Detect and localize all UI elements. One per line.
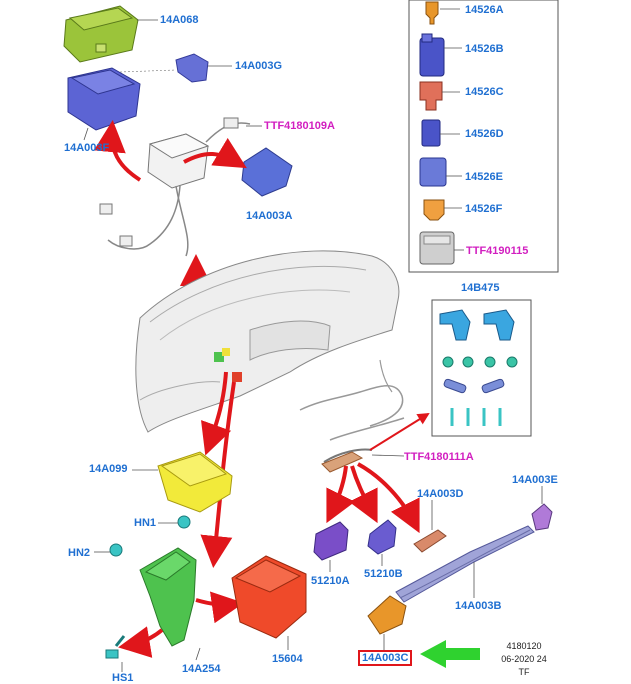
fuse-legend-box [408, 0, 559, 273]
bracket-14A003G [175, 53, 209, 83]
label-14526E: 14526E [465, 171, 503, 183]
label-14526C: 14526C [465, 86, 504, 98]
bracket-kit-14B475-parts [439, 309, 518, 426]
bracket-14A254 [139, 547, 197, 647]
label-14A003D: 14A003D [417, 488, 464, 500]
label-14526B: 14526B [465, 43, 504, 55]
bracket-14A003D [413, 529, 447, 553]
module-15604 [231, 555, 307, 639]
cover-14A003A [241, 147, 293, 197]
screw-HS1 [105, 635, 126, 659]
main-wiring-harness [299, 359, 405, 473]
fuse-14526D-icon [421, 119, 441, 147]
label-14526F: 14526F [465, 203, 503, 215]
fuse-14526C-icon [419, 81, 443, 111]
nut-HN2 [109, 543, 123, 557]
nut-HN1 [177, 515, 191, 529]
label-14B475: 14B475 [461, 282, 500, 294]
label-14A003C-highlighted: 14A003C [358, 650, 413, 666]
cover-14A003C [367, 595, 407, 635]
label-TTF4180111A: TTF4180111A [404, 451, 474, 463]
green-pointer-arrow [420, 640, 480, 668]
fuse-14526B-icon [419, 33, 445, 77]
housing-14A003F [67, 67, 141, 131]
label-14A099: 14A099 [89, 463, 128, 475]
instrument-panel [135, 250, 400, 433]
label-51210A: 51210A [311, 575, 350, 587]
fuse-14526E-icon [419, 157, 447, 187]
label-HS1: HS1 [112, 672, 134, 684]
label-TTF4180109A: TTF4180109A [264, 120, 335, 132]
relay-TTF4190115-icon [419, 231, 455, 265]
junction-box-assembly [99, 117, 251, 257]
label-15604: 15604 [272, 653, 303, 665]
label-TTF4190115: TTF4190115 [466, 245, 529, 257]
fuse-14526F-icon [423, 199, 445, 221]
doc-code: TF [518, 667, 530, 677]
fuse-14526A-icon [425, 1, 439, 25]
fuse-box-14A068 [63, 5, 139, 63]
bracket-14A099 [157, 451, 233, 513]
bracket-51210A [313, 521, 349, 561]
label-14526A: 14526A [465, 4, 504, 16]
label-14A254: 14A254 [182, 663, 221, 675]
label-14A068: 14A068 [160, 14, 199, 26]
label-14A003A: 14A003A [246, 210, 293, 222]
doc-number: 4180120 [506, 641, 542, 651]
label-51210B: 51210B [364, 568, 403, 580]
channel-14A003B [395, 525, 535, 603]
doc-date: 06-2020 24 [501, 654, 547, 664]
label-HN1: HN1 [134, 517, 157, 529]
bracket-14A003E [531, 503, 553, 531]
bracket-kit-box [431, 299, 532, 437]
label-14526D: 14526D [465, 128, 504, 140]
bracket-51210B [367, 519, 397, 555]
label-14A003G: 14A003G [235, 60, 283, 72]
label-14A003B: 14A003B [455, 600, 502, 612]
label-14A003F: 14A003F [64, 142, 110, 154]
label-14A003E: 14A003E [512, 474, 558, 486]
label-HN2: HN2 [68, 547, 91, 559]
